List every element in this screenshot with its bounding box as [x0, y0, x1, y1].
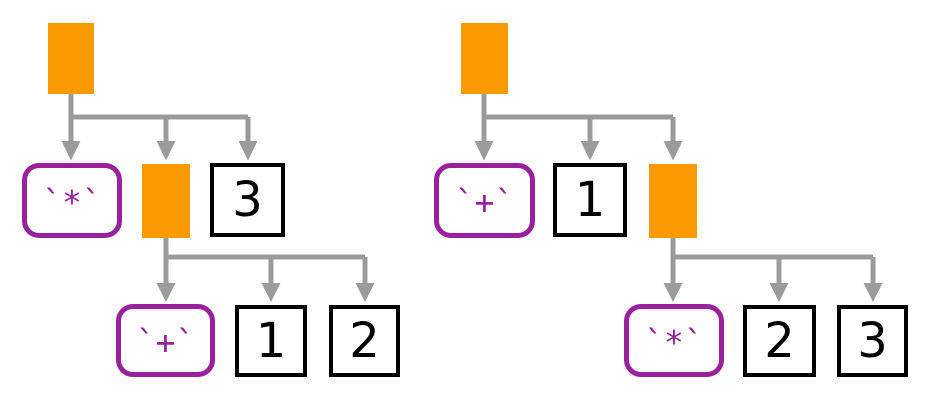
- right-tree-number-2-terminal: 2: [743, 305, 816, 377]
- left-tree-number-3-terminal: 3: [210, 163, 285, 237]
- arrowhead-down-icon: [156, 283, 176, 302]
- right-tree-level2-connector: [663, 234, 883, 302]
- left-tree-number-2-terminal: 2: [329, 305, 400, 377]
- left-tree-root-expression-node: [48, 23, 94, 94]
- right-tree-sub-expression-node: [649, 164, 697, 238]
- right-tree-operator-plus-terminal: `+`: [434, 163, 535, 238]
- left-tree-sub-expression-node: [142, 164, 190, 238]
- arrowhead-down-icon: [238, 141, 258, 161]
- left-tree-level2-connector: [156, 234, 375, 302]
- left-tree-operator-plus-terminal: `+`: [116, 304, 215, 377]
- right-tree-number-3-terminal: 3: [837, 305, 908, 377]
- right-tree-operator-star-terminal: `*`: [624, 304, 724, 377]
- arrowhead-down-icon: [769, 283, 789, 302]
- right-tree-level1-connector: [474, 92, 683, 161]
- arrowhead-down-icon: [261, 283, 281, 302]
- arrowhead-down-icon: [474, 141, 494, 161]
- arrowhead-down-icon: [663, 283, 683, 302]
- arrowhead-down-icon: [355, 283, 375, 302]
- arrowhead-down-icon: [156, 141, 176, 161]
- right-tree-root-expression-node: [461, 23, 508, 94]
- arrowhead-down-icon: [580, 141, 600, 161]
- left-tree-level1-connector: [61, 92, 258, 161]
- arrowhead-down-icon: [863, 283, 883, 302]
- right-tree-number-1-terminal: 1: [553, 163, 627, 237]
- left-tree-operator-star-terminal: `*`: [22, 163, 122, 238]
- arrowhead-down-icon: [663, 141, 683, 161]
- left-tree-number-1-terminal: 1: [235, 305, 307, 377]
- arrowhead-down-icon: [61, 141, 81, 161]
